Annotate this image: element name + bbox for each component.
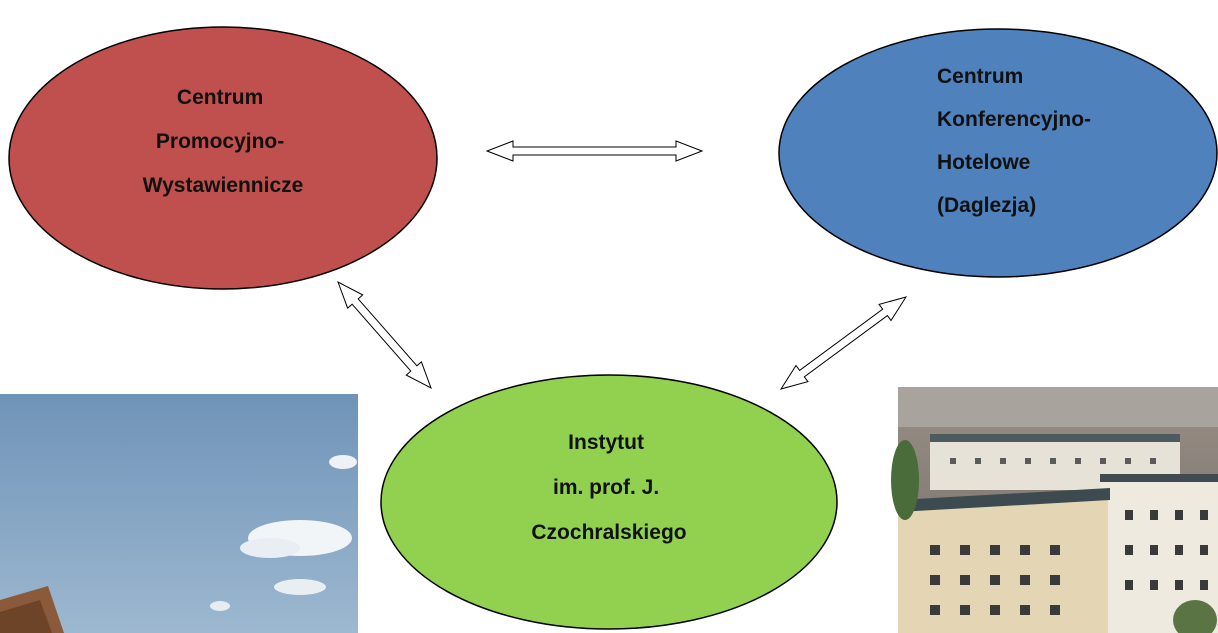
node-institute-label: Instytut im. prof. J. Czochralskiego bbox=[531, 431, 686, 544]
node-promo-line-1: Centrum bbox=[177, 86, 263, 109]
node-promo: Centrum Promocyjno- Wystawiennicze bbox=[8, 26, 438, 290]
node-promo-ellipse bbox=[8, 26, 438, 290]
sky-and-roof-photo bbox=[0, 394, 358, 633]
node-hotel-line-4: (Daglezja) bbox=[937, 194, 1036, 217]
node-hotel-line-3: Hotelowe bbox=[937, 151, 1030, 174]
node-institute-ellipse bbox=[380, 374, 838, 630]
node-institute: Instytut im. prof. J. Czochralskiego bbox=[380, 374, 838, 630]
arrow-hotel-institute bbox=[779, 296, 908, 390]
node-institute-line-3: Czochralskiego bbox=[531, 521, 686, 544]
node-promo-line-2: Promocyjno- bbox=[156, 130, 284, 153]
node-hotel-label: Centrum Konferencyjno- Hotelowe (Daglezj… bbox=[937, 65, 1097, 217]
node-hotel-ellipse bbox=[778, 28, 1218, 278]
node-hotel-line-2: Konferencyjno- bbox=[937, 108, 1091, 131]
node-promo-label: Centrum Promocyjno- Wystawiennicze bbox=[143, 86, 304, 197]
arrow-promo-hotel bbox=[485, 140, 704, 162]
node-hotel-line-1: Centrum bbox=[937, 65, 1023, 88]
campus-buildings-photo bbox=[891, 387, 1218, 633]
connection-arrows bbox=[337, 140, 908, 390]
node-hotel: Centrum Konferencyjno- Hotelowe (Daglezj… bbox=[778, 28, 1218, 278]
node-institute-line-1: Instytut bbox=[568, 431, 644, 454]
node-promo-line-3: Wystawiennicze bbox=[143, 174, 304, 197]
arrow-promo-institute bbox=[337, 280, 432, 390]
node-institute-line-2: im. prof. J. bbox=[553, 476, 659, 499]
